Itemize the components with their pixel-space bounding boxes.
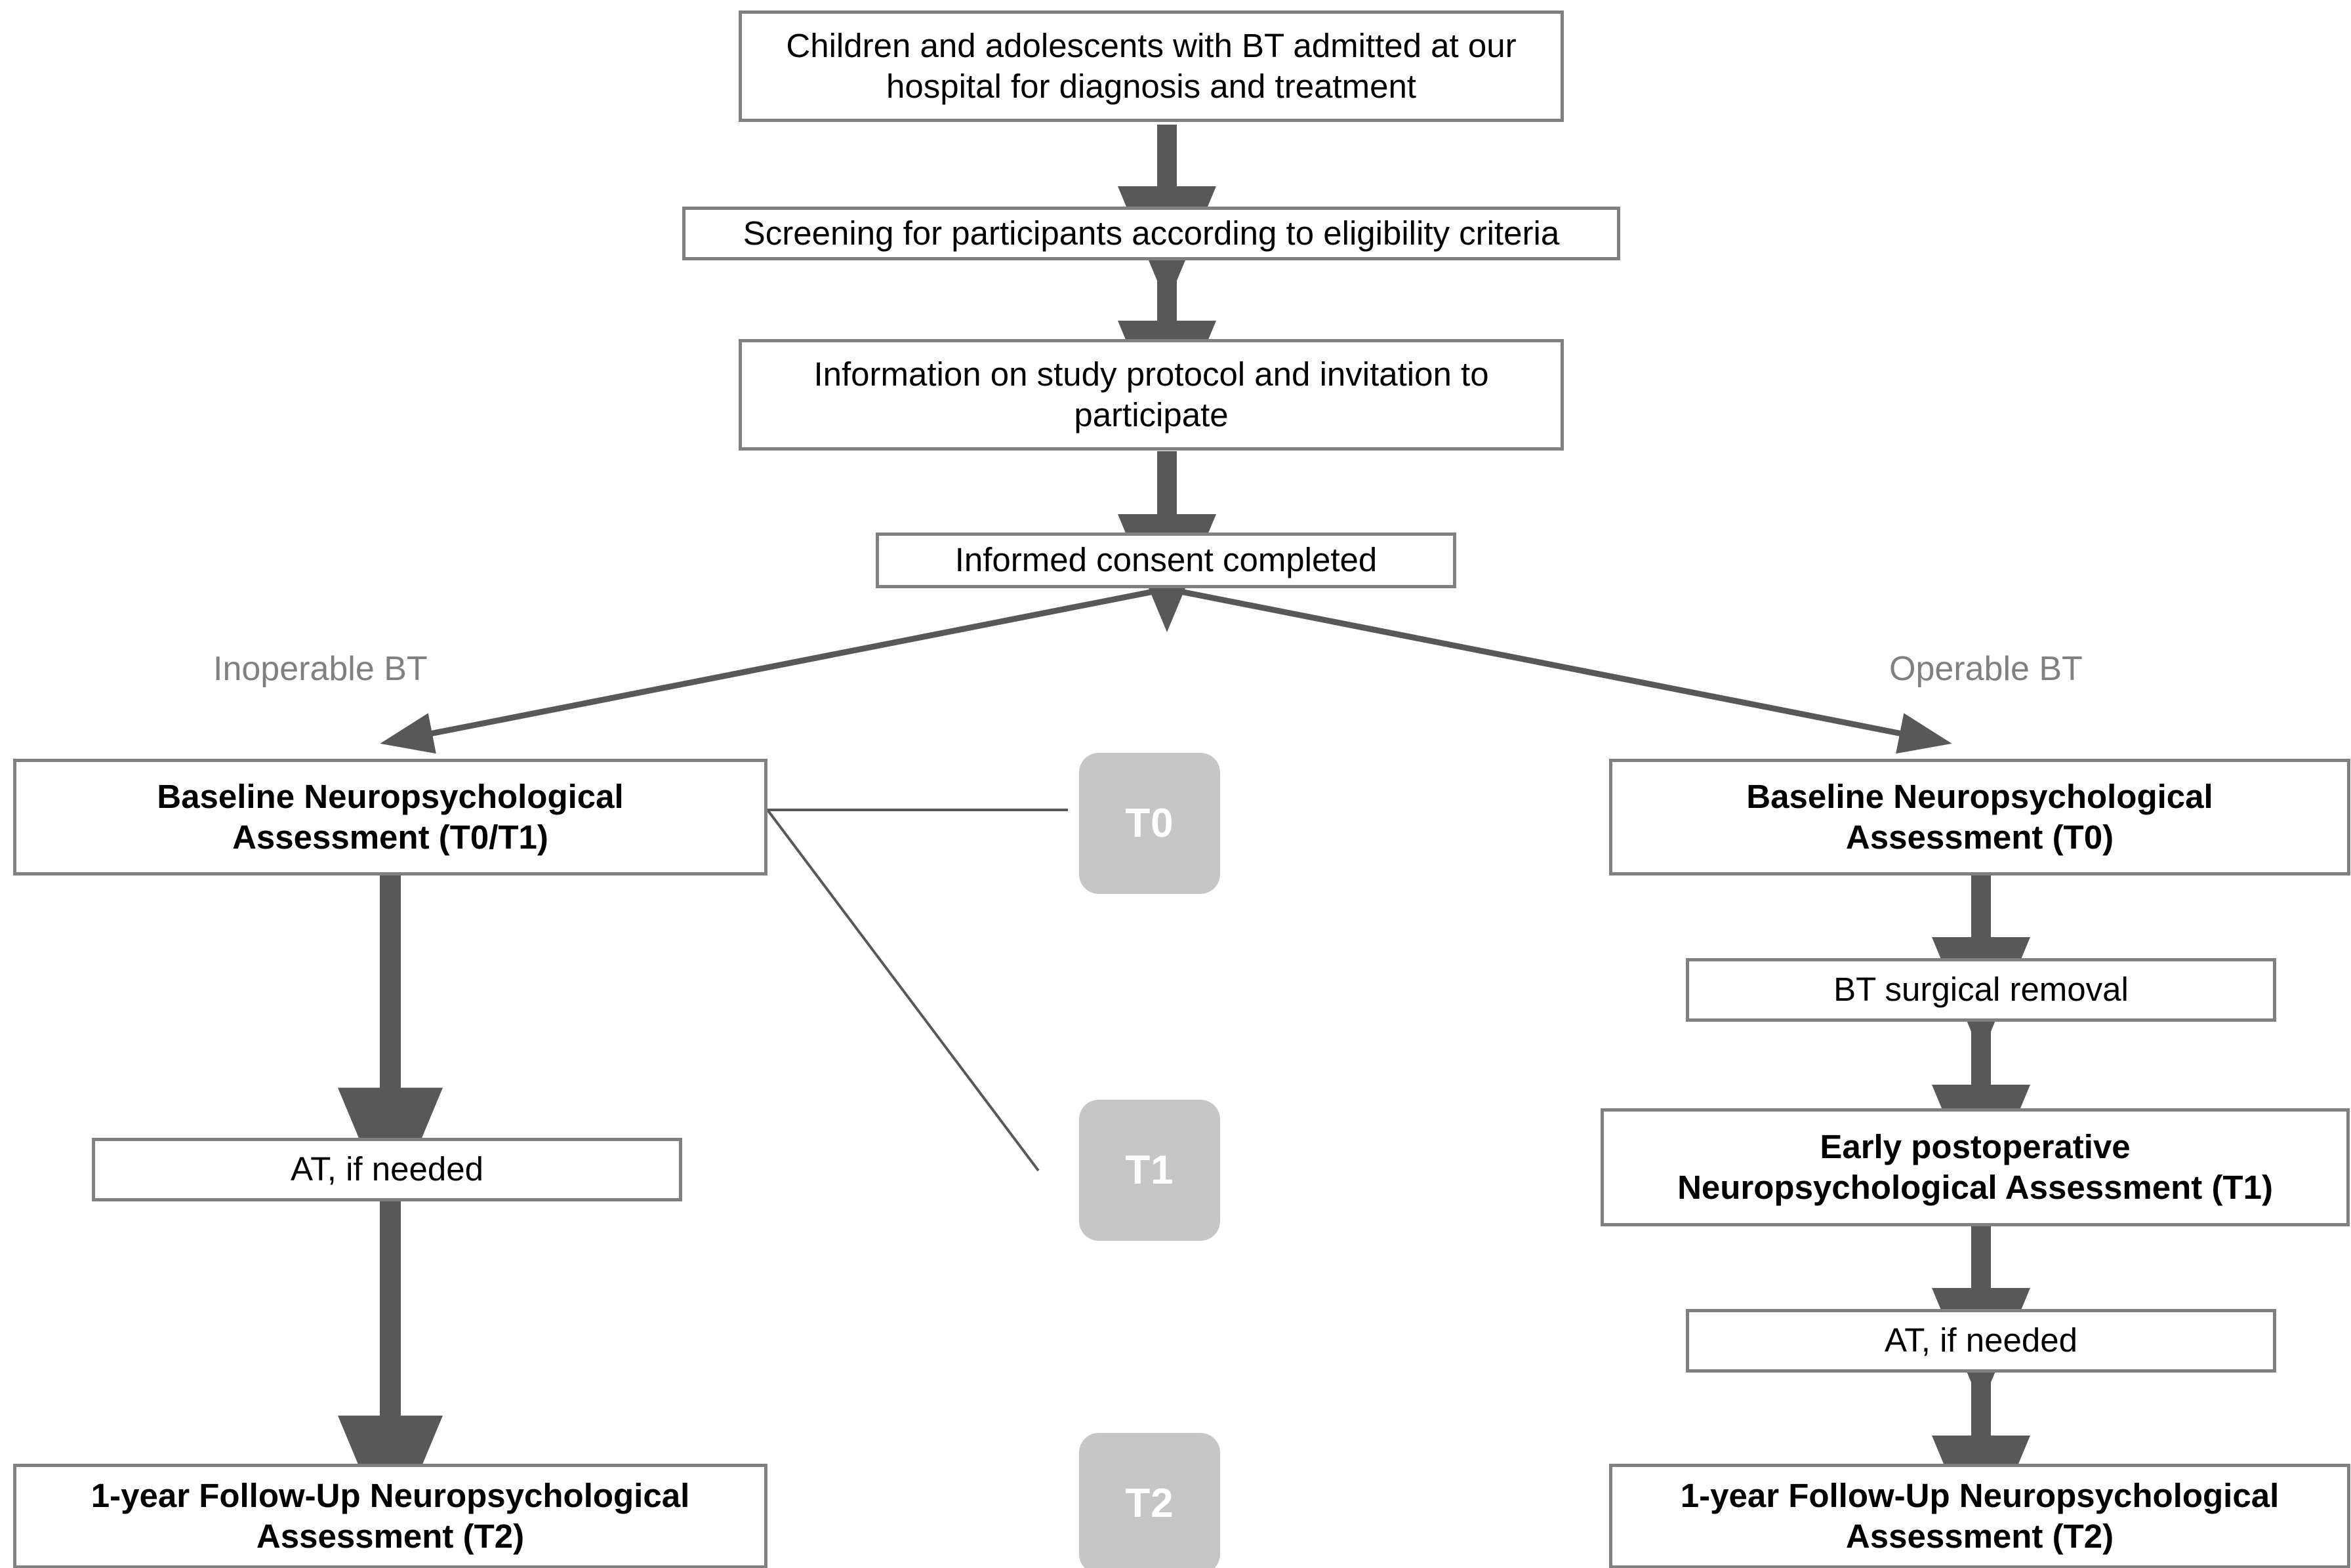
node-admitted[interactable]: Children and adolescents with BT admitte… <box>739 10 1564 122</box>
connector-left-baseline-to-timepoints <box>766 809 1068 1172</box>
timepoint-badge-t2-label: T2 <box>1125 1481 1174 1526</box>
node-information-label: Information on study protocol and invita… <box>813 355 1489 433</box>
timepoint-badge-t0[interactable]: T0 <box>1079 753 1220 894</box>
node-right-adjuvant-therapy[interactable]: AT, if needed <box>1686 1309 2276 1373</box>
node-left-adjuvant-therapy[interactable]: AT, if needed <box>92 1138 682 1201</box>
timepoint-badge-t1[interactable]: T1 <box>1079 1100 1220 1241</box>
node-screening[interactable]: Screening for participants according to … <box>682 207 1620 260</box>
branch-label-inoperable: Inoperable BT <box>213 650 428 688</box>
node-right-postop-assessment-label: Early postoperative Neuropsychological A… <box>1677 1127 2273 1206</box>
node-left-followup-assessment[interactable]: 1-year Follow-Up Neuropsychological Asse… <box>13 1464 767 1568</box>
node-left-baseline-assessment-label: Baseline Neuropsychological Assessment (… <box>157 777 624 856</box>
node-left-baseline-assessment[interactable]: Baseline Neuropsychological Assessment (… <box>13 759 767 875</box>
node-informed-consent-label: Informed consent completed <box>954 541 1378 579</box>
timepoint-badge-t1-label: T1 <box>1125 1148 1174 1193</box>
node-right-surgical-removal-label: BT surgical removal <box>1833 971 2129 1009</box>
branch-label-operable: Operable BT <box>1889 650 2083 688</box>
node-right-followup-assessment[interactable]: 1-year Follow-Up Neuropsychological Asse… <box>1609 1464 2350 1568</box>
arrow-branch-left <box>380 586 1168 754</box>
node-right-adjuvant-therapy-label: AT, if needed <box>1885 1321 2077 1359</box>
node-informed-consent[interactable]: Informed consent completed <box>876 533 1456 588</box>
node-information[interactable]: Information on study protocol and invita… <box>739 339 1564 451</box>
arrow-branch-right <box>1166 586 1952 754</box>
node-left-adjuvant-therapy-label: AT, if needed <box>291 1150 483 1188</box>
node-screening-label: Screening for participants according to … <box>743 214 1560 252</box>
node-admitted-label: Children and adolescents with BT admitte… <box>786 26 1517 105</box>
timepoint-badge-t2[interactable]: T2 <box>1079 1433 1220 1568</box>
node-right-postop-assessment[interactable]: Early postoperative Neuropsychological A… <box>1601 1108 2350 1226</box>
timepoint-badge-t0-label: T0 <box>1125 801 1174 846</box>
node-left-followup-assessment-label: 1-year Follow-Up Neuropsychological Asse… <box>91 1476 690 1555</box>
node-right-followup-assessment-label: 1-year Follow-Up Neuropsychological Asse… <box>1680 1476 2279 1555</box>
node-right-surgical-removal[interactable]: BT surgical removal <box>1686 958 2276 1022</box>
node-right-baseline-assessment[interactable]: Baseline Neuropsychological Assessment (… <box>1609 759 2350 875</box>
node-right-baseline-assessment-label: Baseline Neuropsychological Assessment (… <box>1746 777 2213 856</box>
